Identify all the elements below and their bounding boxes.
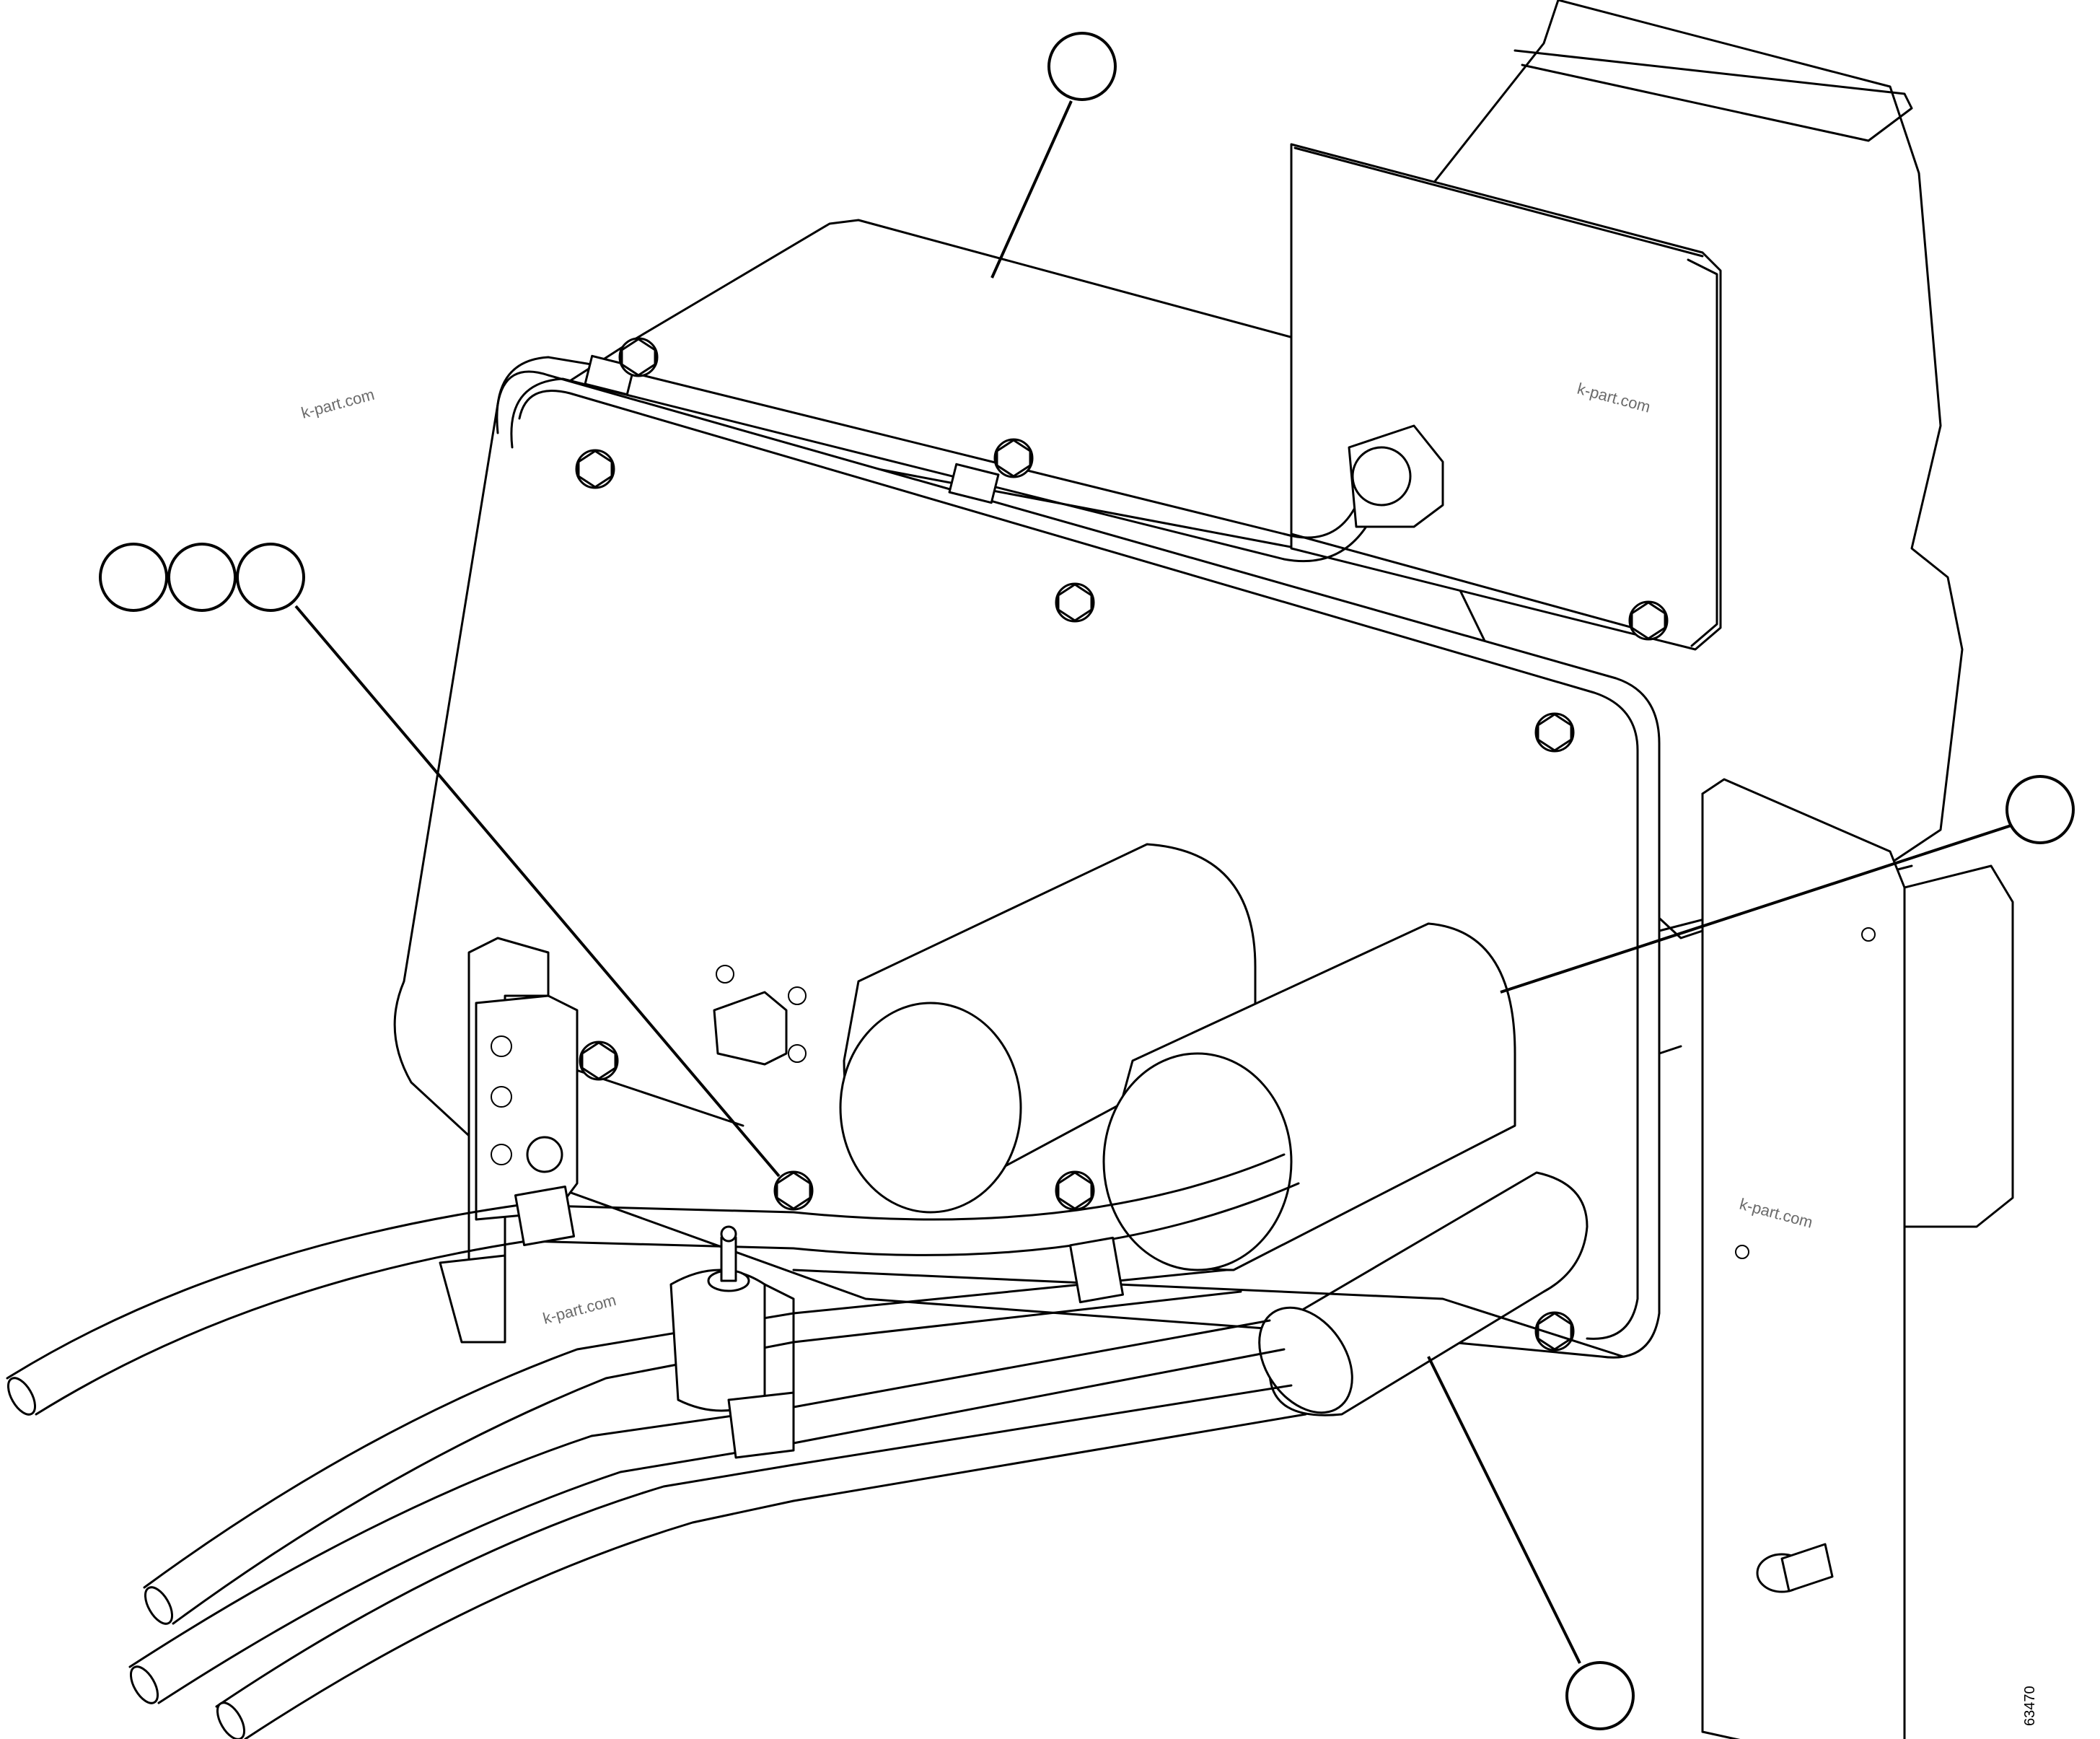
bolt-10	[1534, 1311, 1575, 1352]
leader-line	[990, 100, 1073, 279]
callout-circle[interactable]	[167, 543, 237, 612]
bolt-5	[1534, 712, 1575, 753]
callouts	[99, 32, 2075, 1730]
mounting-bracket	[1701, 778, 2014, 1739]
watermark: k-part.com	[541, 1291, 618, 1328]
callout-circle[interactable]	[1565, 1661, 1635, 1730]
callout-circle[interactable]	[1047, 32, 1117, 101]
bolt-3	[993, 438, 1034, 478]
cable-bundle	[6, 1153, 1625, 1739]
left-clamp-bracket	[439, 937, 579, 1344]
capacitor-2	[1102, 922, 1516, 1271]
bolts	[575, 337, 1669, 1352]
bolt-1	[618, 337, 659, 377]
bolt-7	[579, 1041, 619, 1081]
capacitor-1	[839, 843, 1257, 1214]
leader-line	[294, 605, 781, 1178]
figure-number: 63470	[2022, 1686, 2038, 1726]
leader-line	[1500, 821, 2021, 994]
watermark: k-part.com	[299, 385, 377, 422]
callout-circle[interactable]	[236, 543, 305, 612]
leader-lines	[294, 100, 2021, 1664]
center-cable-clamp	[669, 1225, 795, 1459]
diagnostic-connector	[713, 965, 807, 1066]
bolt-8	[773, 1170, 814, 1211]
callout-circle[interactable]	[99, 543, 168, 612]
callout-circle[interactable]	[2005, 775, 2075, 844]
bolt-4	[1055, 582, 1095, 623]
leader-line	[1427, 1356, 1581, 1664]
bolt-9	[1055, 1170, 1095, 1211]
capacitor-3	[1258, 1171, 1589, 1416]
upper-harness	[496, 354, 1444, 563]
bolt-6	[1628, 600, 1669, 641]
bolt-2	[575, 449, 615, 489]
